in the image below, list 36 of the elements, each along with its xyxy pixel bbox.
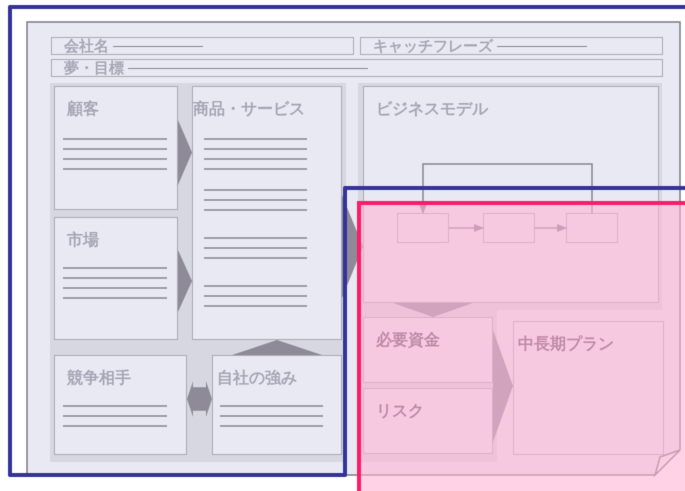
section-box bbox=[212, 355, 342, 455]
section-heading: 顧客 bbox=[67, 99, 99, 119]
field-label: 夢・目標 bbox=[64, 60, 124, 76]
field-label: 会社名 bbox=[64, 38, 109, 54]
section-box bbox=[363, 317, 493, 383]
section-box bbox=[363, 388, 493, 454]
chevron-arrow bbox=[393, 303, 473, 317]
chevron-arrow bbox=[178, 250, 192, 312]
section-heading: リスク bbox=[376, 401, 424, 421]
entry-field bbox=[51, 59, 663, 77]
section-heading: 必要資金 bbox=[376, 330, 440, 350]
section-box bbox=[192, 86, 342, 340]
chevron-arrow bbox=[493, 330, 513, 442]
section-box bbox=[54, 86, 178, 210]
process-box bbox=[396, 212, 448, 242]
chevron-arrow bbox=[342, 195, 363, 298]
field-label: キャッチフレーズ bbox=[373, 38, 493, 54]
section-heading: 商品・サービス bbox=[193, 99, 305, 119]
entry-field bbox=[360, 37, 663, 55]
section-box bbox=[54, 217, 178, 340]
section-heading: 中長期プラン bbox=[518, 334, 614, 354]
double-arrow bbox=[187, 381, 212, 417]
section-heading: ビジネスモデル bbox=[376, 99, 488, 119]
process-box bbox=[482, 212, 534, 242]
entry-field bbox=[51, 37, 354, 55]
arrow bbox=[535, 224, 567, 232]
section-heading: 自社の強み bbox=[217, 368, 297, 388]
section-heading: 競争相手 bbox=[67, 368, 131, 388]
section-box bbox=[363, 86, 659, 303]
process-box bbox=[566, 212, 618, 242]
section-box bbox=[54, 355, 187, 455]
chevron-arrow bbox=[232, 340, 322, 355]
arrow bbox=[449, 224, 484, 232]
chevron-arrow bbox=[178, 120, 192, 185]
section-heading: 市場 bbox=[67, 230, 99, 250]
arrow bbox=[419, 163, 593, 214]
